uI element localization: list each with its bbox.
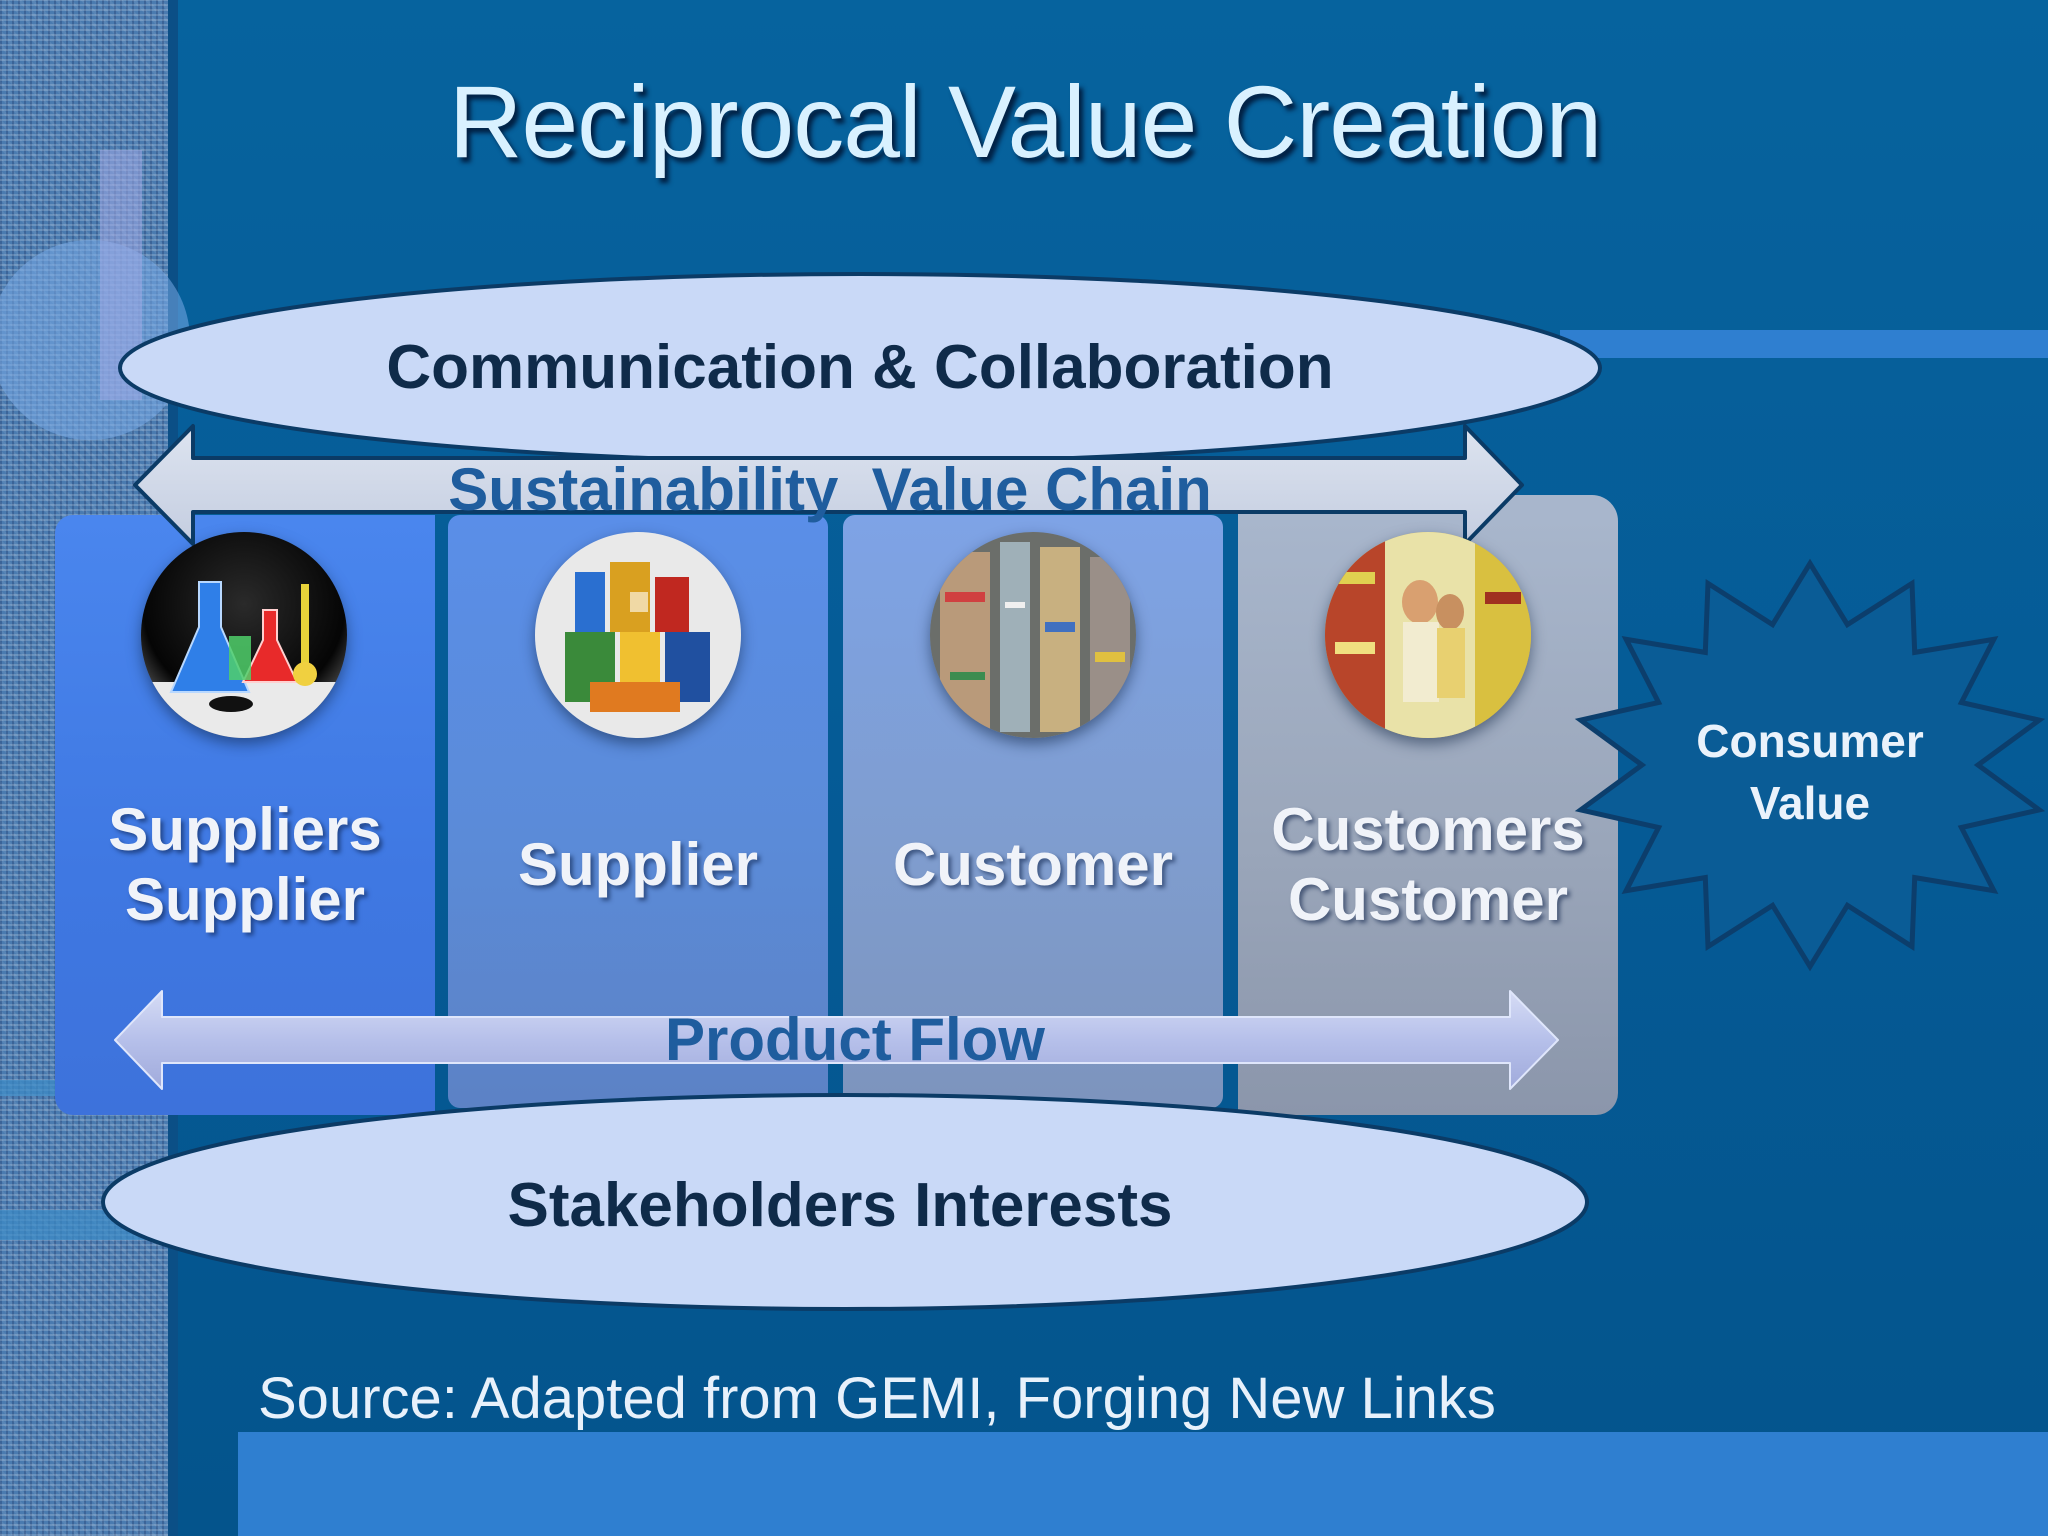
consumer-value-line: Consumer (1696, 715, 1924, 767)
consumer-value-burst (1574, 558, 2046, 972)
warehouse-store-photo (930, 532, 1136, 738)
stage-label-line: Suppliers (108, 796, 382, 863)
stage-label-line: Supplier (517, 831, 759, 898)
lab-flasks-photo (141, 532, 347, 738)
ellipse-label-stakeholders: Stakeholders Interests (507, 1171, 1173, 1240)
source-note: Source: Adapted from GEMI, Forging New L… (258, 1366, 1496, 1431)
stage-label: Suppliers Supplier (55, 795, 435, 935)
automotive-products-photo (535, 532, 741, 738)
stage-label-line: Customer (892, 831, 1174, 898)
accent-bar-bottom (238, 1432, 2048, 1536)
stage-label-line: Customer (1287, 866, 1569, 933)
grocery-shoppers-photo (1325, 532, 1531, 738)
ellipse-label-communication: Communication & Collaboration (386, 333, 1334, 402)
arrow-label-sustainability: Sustainability Value Chain (448, 456, 1212, 523)
stakeholders-ellipse (101, 1093, 1589, 1311)
arrow-label-product-flow: Product Flow (665, 1006, 1045, 1073)
sustainability-arrow (133, 424, 1524, 546)
consumer-value-line: Value (1749, 777, 1871, 829)
stage-label-line: Customers (1271, 796, 1585, 863)
accent-bar-right (1560, 330, 2048, 358)
stage-label-line: Supplier (124, 866, 366, 933)
consumer-value-label: Consumer Value (1660, 710, 1960, 834)
product-flow-arrow (114, 990, 1559, 1090)
stage-label: Customer (843, 830, 1223, 900)
stage-label: Supplier (448, 830, 828, 900)
stage-label: Customers Customer (1238, 795, 1618, 935)
slide-title: Reciprocal Value Creation (448, 65, 1602, 179)
